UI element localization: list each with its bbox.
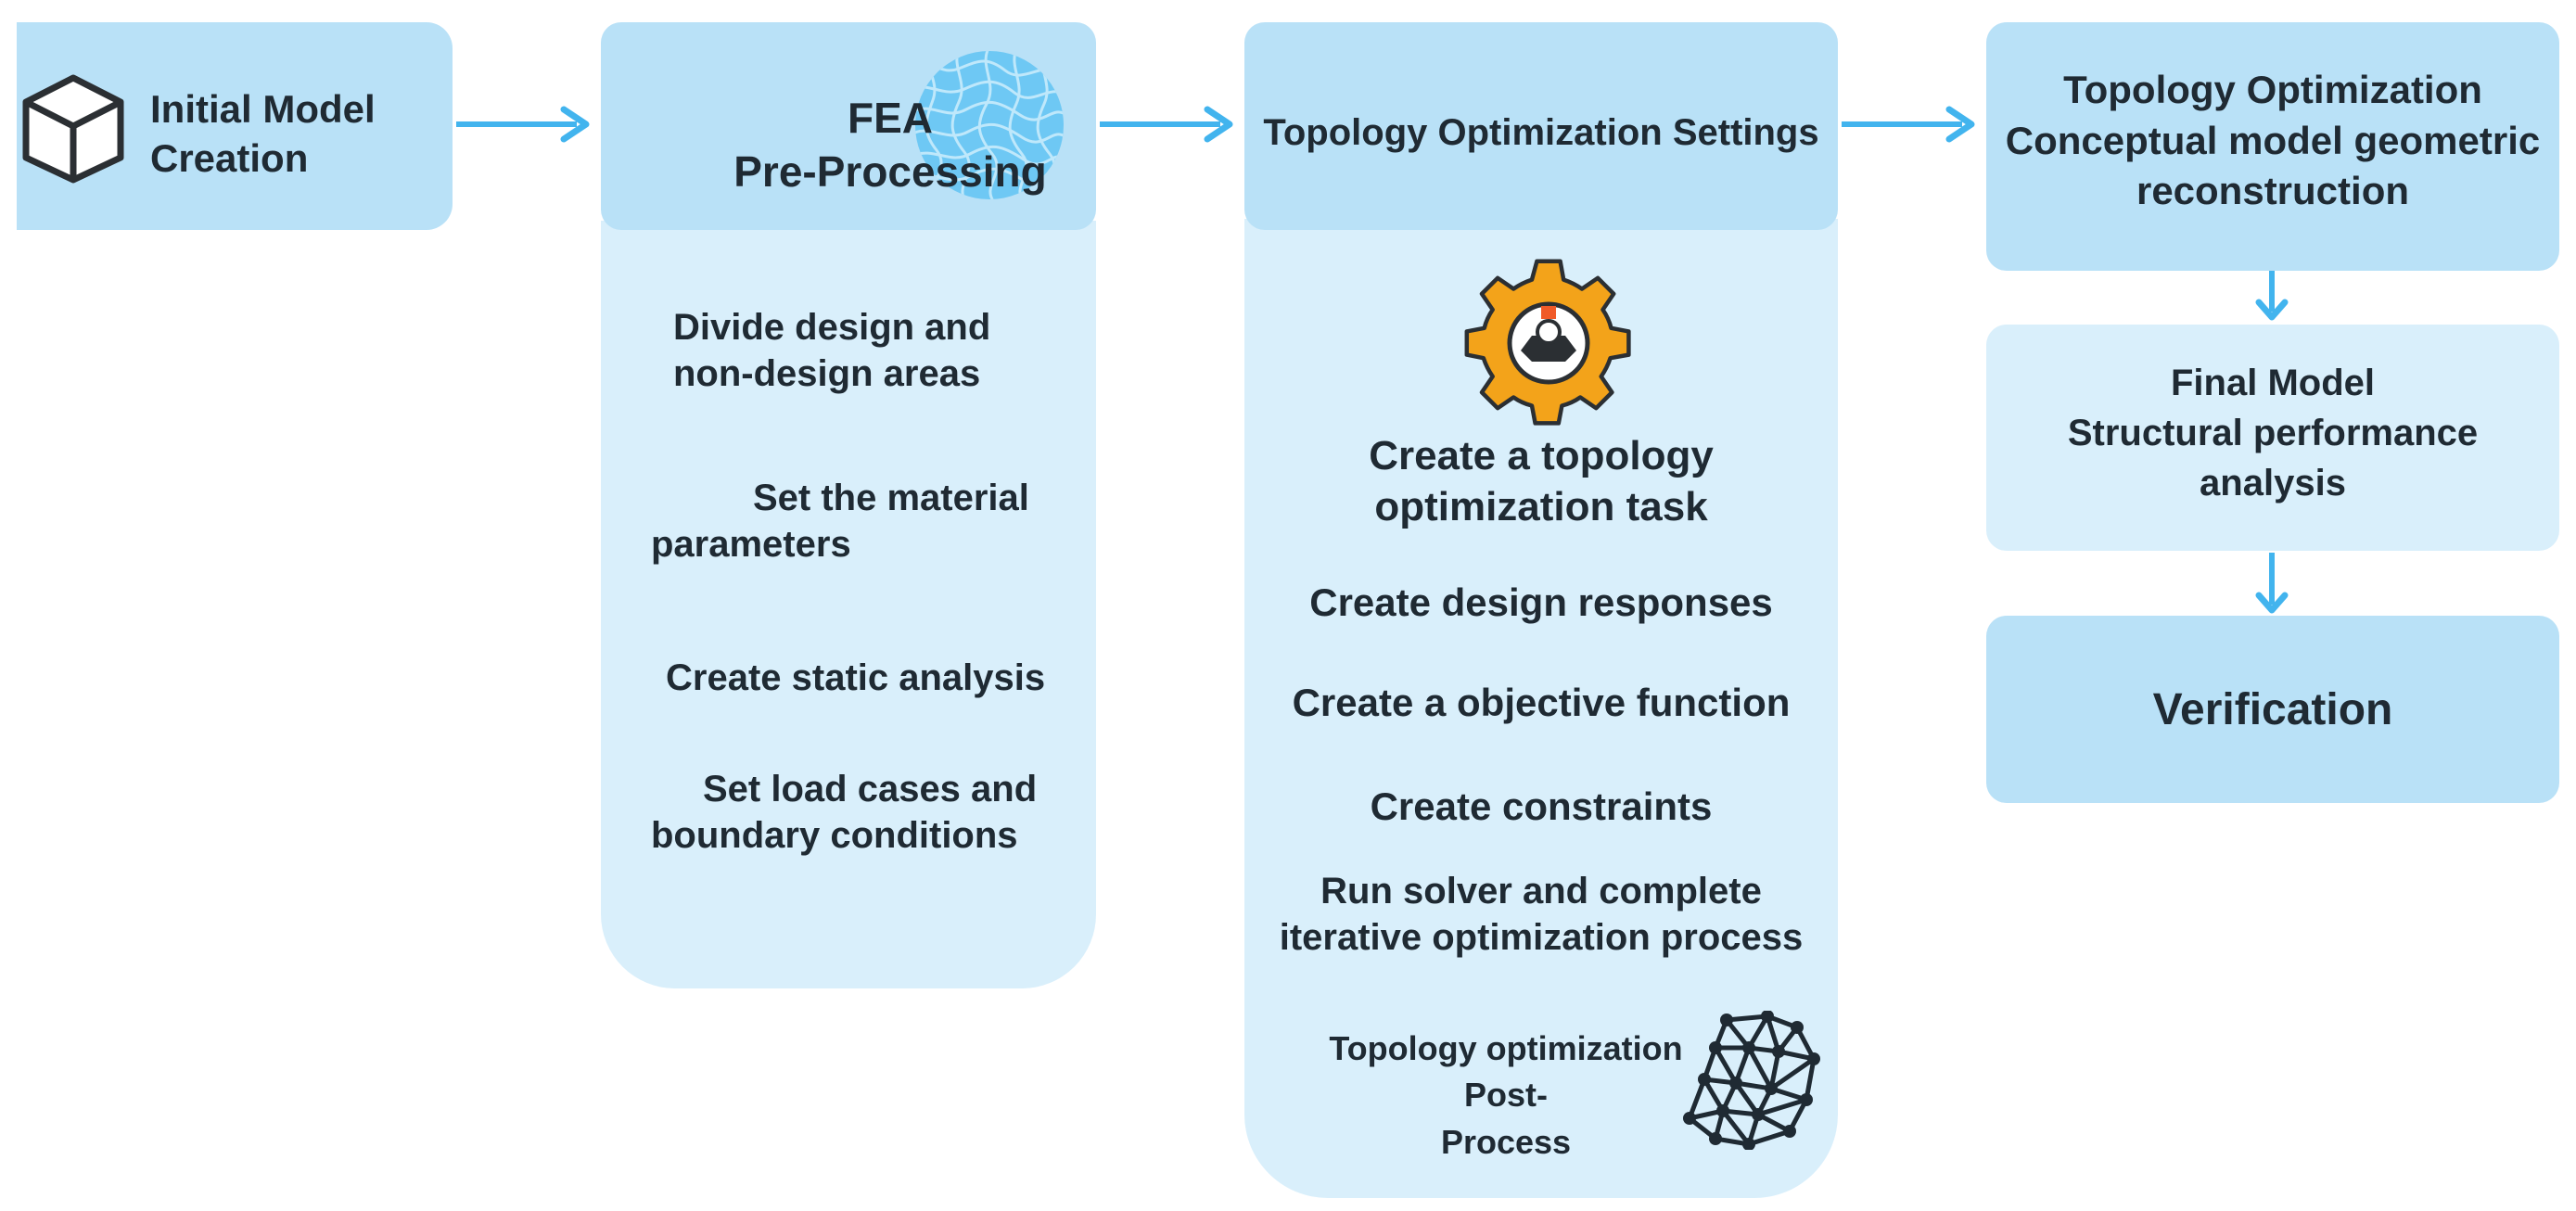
step-create-objective-function: Create a objective function [1292, 681, 1791, 724]
topology-reconstruction-box: Topology Optimization Conceptual model g… [1986, 22, 2559, 271]
topology-settings-title: Topology Optimization Settings [1263, 112, 1819, 153]
cube-icon [19, 72, 128, 184]
final-model-label: Final Model Structural performance analy… [2067, 363, 2479, 504]
fea-preprocessing-title: FEA Pre-Processing [733, 94, 1047, 196]
initial-model-label: Initial Model Creation [150, 87, 376, 180]
verification-label: Verification [2152, 685, 2393, 734]
step-run-solver: Run solver and complete iterative optimi… [1279, 871, 1804, 958]
arrow-right-1 [456, 106, 590, 143]
topology-settings-header: Topology Optimization Settings [1244, 22, 1838, 230]
arrow-right-2 [1100, 106, 1233, 143]
initial-model-box: Initial Model Creation [17, 22, 453, 230]
step-create-constraints: Create constraints [1370, 784, 1713, 828]
fea-preprocessing-panel [601, 221, 1096, 988]
gear-icon [1461, 256, 1636, 430]
verification-box: Verification [1986, 616, 2559, 803]
arrow-down-2 [2255, 553, 2289, 614]
step-create-design-responses: Create design responses [1309, 580, 1773, 624]
topology-reconstruction-label: Topology Optimization Conceptual model g… [2005, 68, 2541, 213]
step-divide-design-areas: Divide design and non-design areas [673, 307, 991, 394]
step-set-load-cases: Set load cases and boundary conditions [651, 769, 1038, 856]
step-create-static-analysis: Create static analysis [666, 657, 1046, 698]
mesh-texture-icon [912, 48, 1066, 202]
arrow-down-1 [2255, 271, 2289, 321]
fea-preprocessing-header: FEA Pre-Processing [601, 22, 1096, 230]
arrow-right-3 [1842, 106, 1975, 143]
step-set-material-parameters: Set the material parameters [651, 478, 1029, 565]
final-model-box: Final Model Structural performance analy… [1986, 325, 2559, 551]
step-create-topology-task: Create a topology optimization task [1369, 433, 1714, 529]
topology-post-process: Topology optimization Post- Process [1329, 1029, 1683, 1161]
truss-mesh-icon [1678, 1011, 1827, 1150]
